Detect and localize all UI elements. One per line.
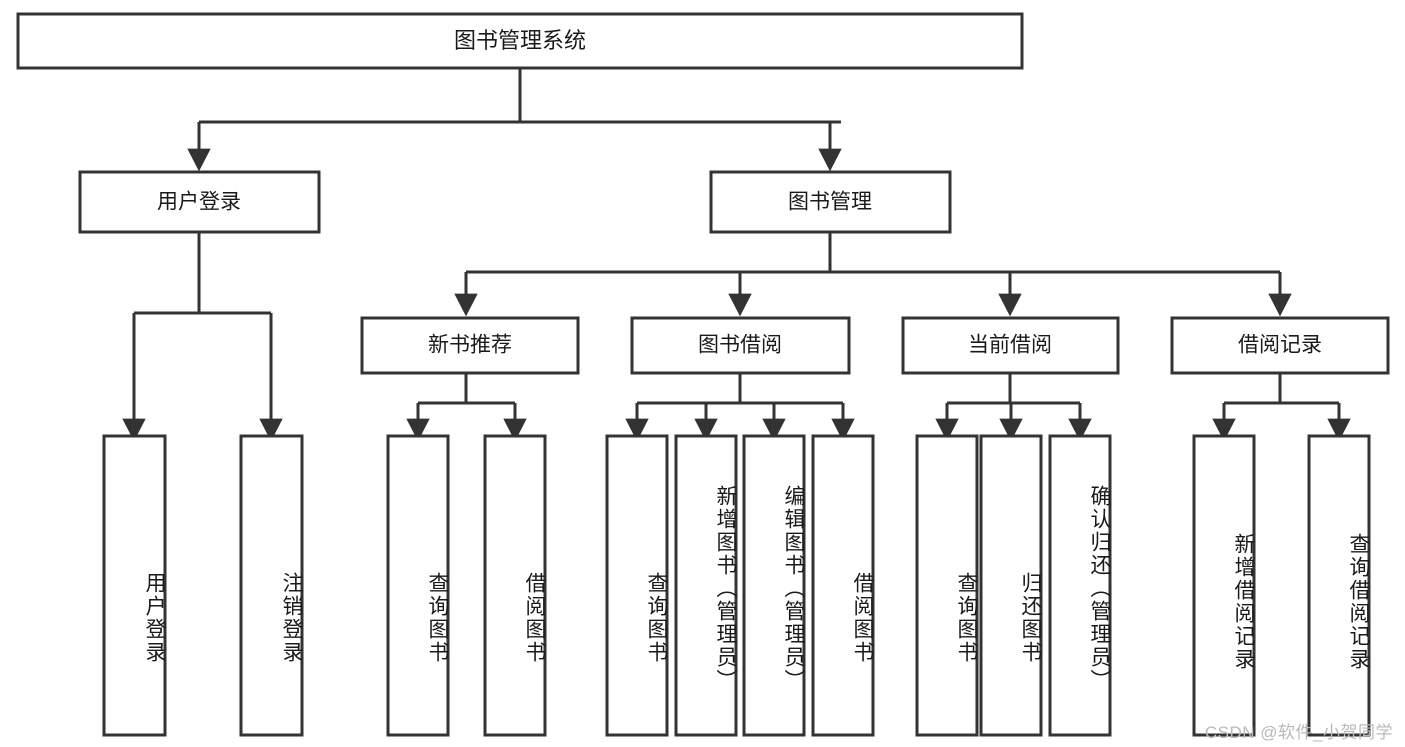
node-book-management-box[interactable] xyxy=(709,170,952,234)
connector-book-borrow-to-leaves xyxy=(625,373,855,442)
csdn-watermark: CSDN @软件_小贺同学 xyxy=(1204,723,1393,742)
node-borrow-record-box[interactable] xyxy=(1170,316,1390,375)
node-borrow-record[interactable]: 借阅记录 xyxy=(1170,316,1390,375)
leaf-box-borrow-book-1[interactable] xyxy=(483,434,547,737)
connector-root-to-level2 xyxy=(187,68,842,172)
node-book-management[interactable]: 图书管理 xyxy=(709,170,952,234)
node-new-book-recommend-label: 新书推荐 xyxy=(428,334,512,357)
leaf-box-query-book-2[interactable] xyxy=(605,434,669,737)
node-root-label: 图书管理系统 xyxy=(454,28,586,53)
leaf-box-query-book-1[interactable] xyxy=(386,434,450,737)
leaf-box-return-book[interactable] xyxy=(979,434,1043,737)
node-user-login-box[interactable] xyxy=(78,170,321,234)
leaf-box-borrow-book-2[interactable] xyxy=(811,434,875,737)
connector-book-management-to-level3 xyxy=(454,232,1292,317)
node-book-borrow-label: 图书借阅 xyxy=(698,334,782,357)
node-new-book-recommend[interactable]: 新书推荐 xyxy=(360,316,580,375)
connector-new-book-recommend-to-leaves xyxy=(406,373,527,442)
leaf-box-query-book-3[interactable] xyxy=(915,434,979,737)
node-root-box[interactable] xyxy=(16,12,1024,70)
node-borrow-record-label: 借阅记录 xyxy=(1238,334,1322,357)
connector-user-login-to-leaves xyxy=(122,232,283,442)
node-new-book-recommend-box[interactable] xyxy=(360,316,580,375)
node-book-borrow-box[interactable] xyxy=(630,316,851,375)
leaf-box-user-login[interactable] xyxy=(102,434,167,737)
node-book-management-label: 图书管理 xyxy=(788,191,872,214)
connector-current-borrow-to-leaves xyxy=(935,373,1092,442)
node-user-login[interactable]: 用户登录 xyxy=(78,170,321,234)
node-user-login-label: 用户登录 xyxy=(157,191,241,214)
connector-borrow-record-to-leaves xyxy=(1212,373,1351,442)
leaf-box-add-book[interactable] xyxy=(674,434,738,737)
leaf-box-edit-book[interactable] xyxy=(742,434,806,737)
leaf-boxes-group xyxy=(102,434,1371,737)
node-current-borrow-box[interactable] xyxy=(901,316,1120,375)
leaf-box-confirm-return[interactable] xyxy=(1048,434,1112,737)
leaf-box-add-record[interactable] xyxy=(1192,434,1256,737)
node-current-borrow-label: 当前借阅 xyxy=(968,334,1052,357)
node-root-system[interactable]: 图书管理系统 xyxy=(16,12,1024,70)
node-book-borrow[interactable]: 图书借阅 xyxy=(630,316,851,375)
node-current-borrow[interactable]: 当前借阅 xyxy=(901,316,1120,375)
leaf-box-logout-login[interactable] xyxy=(239,434,304,737)
leaf-box-query-record[interactable] xyxy=(1307,434,1371,737)
